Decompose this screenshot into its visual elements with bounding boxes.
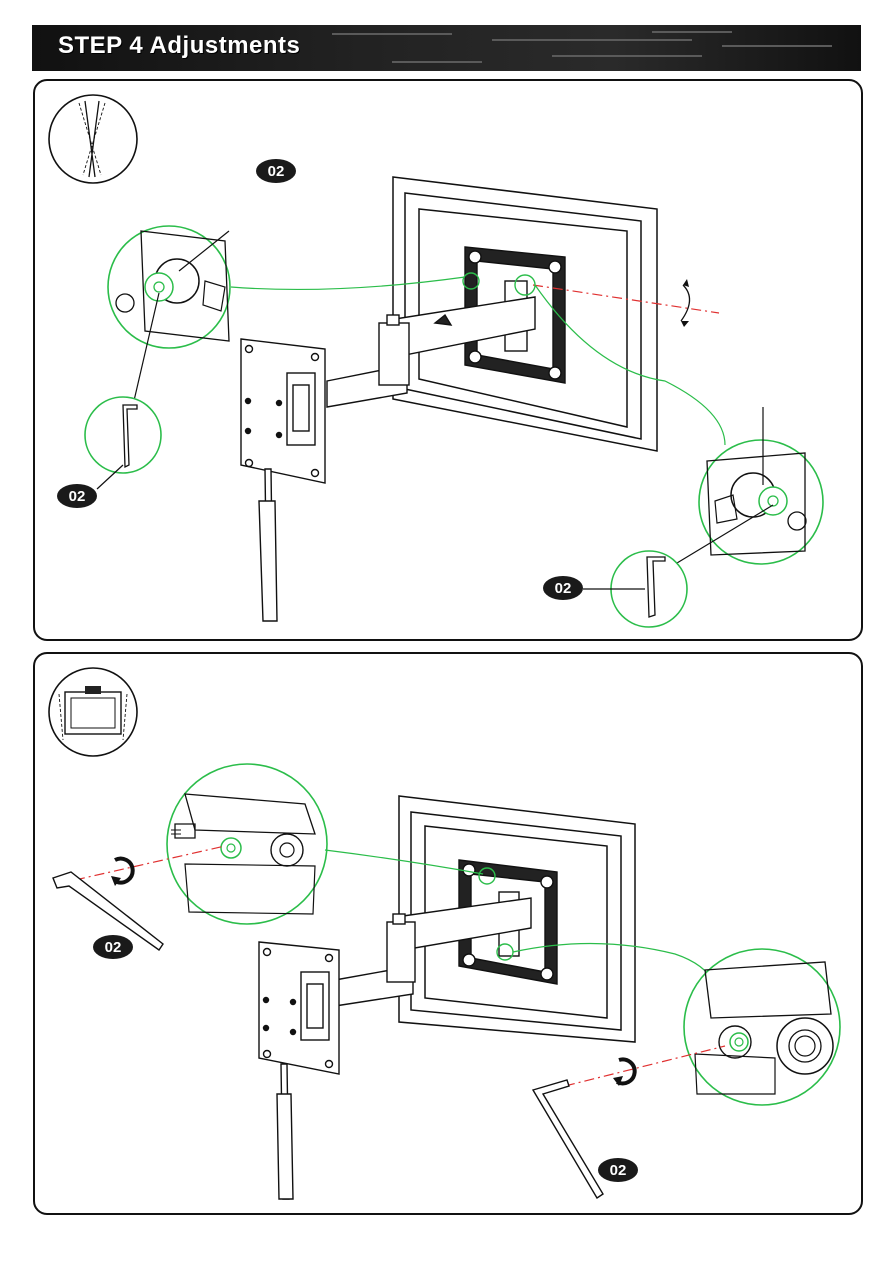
tool-badge-left: 02 (57, 484, 97, 508)
tilt-icon (49, 95, 137, 183)
wall-plate (241, 339, 325, 483)
svg-text:02: 02 (555, 580, 572, 597)
svg-text:02: 02 (268, 163, 285, 180)
hex-key-right (533, 1080, 603, 1198)
step-header-banner: STEP 4 Adjustments (32, 25, 861, 71)
zoom-callout-left (108, 226, 230, 348)
zoom-callout-right (684, 949, 840, 1105)
rotate-arrow-icon (681, 285, 690, 321)
rotate-arrow-icon-left (111, 859, 133, 886)
hex-key-hanging (259, 469, 277, 621)
tilt-illustration: 02 (35, 81, 861, 639)
zoom-callout-right (699, 407, 823, 564)
rotate-arrow-icon-right (613, 1059, 635, 1086)
step-title: STEP 4 Adjustments (58, 32, 300, 60)
swivel-icon (49, 668, 137, 756)
svg-text:02: 02 (69, 488, 86, 505)
tool-badge-right: 02 (543, 576, 583, 600)
tool-badge-top: 02 (256, 159, 296, 183)
tilt-adjustment-panel: 02 (33, 79, 863, 641)
swivel-adjustment-panel: 02 (33, 652, 863, 1215)
tool-badge-right: 02 (598, 1158, 638, 1182)
zoom-callout-top (167, 764, 327, 924)
hex-key-callout-left (85, 397, 161, 473)
svg-text:02: 02 (610, 1162, 627, 1179)
swivel-illustration: 02 (35, 654, 861, 1213)
hex-key-hanging (277, 1064, 293, 1199)
svg-text:02: 02 (105, 939, 122, 956)
wall-plate (259, 942, 339, 1074)
tool-badge-left: 02 (93, 935, 133, 959)
